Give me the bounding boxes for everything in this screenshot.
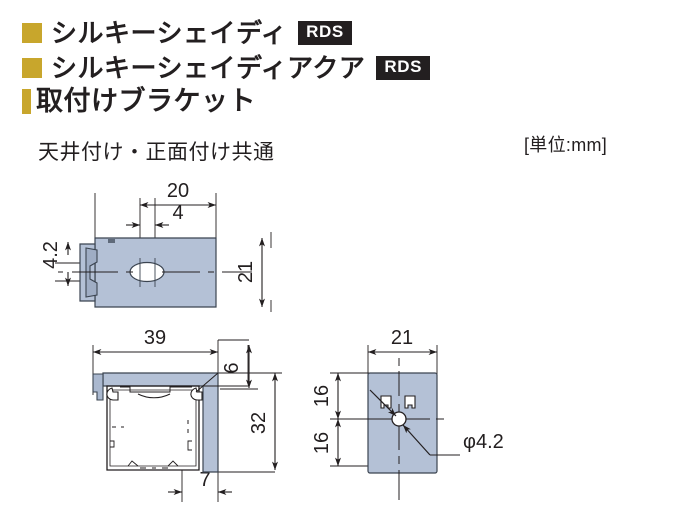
rds-badge-1: RDS xyxy=(298,21,352,45)
dim-label-top-20: 20 xyxy=(167,180,189,202)
front-dia-leaders xyxy=(369,389,460,456)
side-headrail-box xyxy=(106,385,200,471)
product-title-row-2: シルキーシェイディアクア RDS xyxy=(22,53,431,83)
front-slot-left xyxy=(380,395,392,409)
side-bracket-foot xyxy=(92,373,104,401)
product-title-row-1: シルキーシェイディ RDS xyxy=(22,20,352,46)
top-plate-notch xyxy=(108,239,115,243)
side-centerlines xyxy=(112,420,189,469)
product-title-1: シルキーシェイディ xyxy=(51,18,288,48)
side-headrail-inner xyxy=(109,389,197,467)
dim-side-39: 39 xyxy=(92,327,219,355)
product-title-2: シルキーシェイディアクア xyxy=(51,53,366,83)
dim-side-7: 7 xyxy=(168,469,232,495)
front-centerlines xyxy=(346,358,444,500)
gold-bar-marker-3 xyxy=(22,89,31,114)
dim-side-32: 32 xyxy=(218,372,282,471)
gold-square-marker-2 xyxy=(22,58,42,78)
side-rail-curve xyxy=(137,393,171,399)
side-hook-right xyxy=(190,387,203,401)
dim-top-4: 4 xyxy=(126,202,184,228)
dim-label-front-diameter: φ4.2 xyxy=(463,431,504,453)
dim-label-side-32: 32 xyxy=(248,412,270,434)
dim-label-top-4: 4 xyxy=(172,202,183,224)
dim-label-front-21: 21 xyxy=(391,327,413,349)
dim-label-top-4p2: 4.2 xyxy=(40,241,62,269)
front-slot-right xyxy=(404,395,416,409)
side-profile-notches xyxy=(110,440,192,467)
front-slots xyxy=(380,395,416,409)
gold-square-marker-1 xyxy=(22,23,42,43)
dim-label-front-16-upper: 16 xyxy=(311,385,333,407)
dim-label-side-6: 6 xyxy=(221,362,243,373)
dim-label-side-7: 7 xyxy=(199,469,210,491)
view-top: 20 4 4.2 21 xyxy=(40,180,272,312)
dim-label-front-16-lower: 16 xyxy=(311,432,333,454)
subtitle-mounting-common: 天井付け・正面付け共通 xyxy=(38,141,275,164)
dim-front-21: 21 xyxy=(367,327,438,355)
dim-label-side-39: 39 xyxy=(144,327,166,349)
view-side: 39 6 32 7 xyxy=(92,327,282,502)
side-leader-diagonal xyxy=(195,372,219,393)
top-slot-hole xyxy=(129,261,165,283)
side-rail-ridge xyxy=(120,386,192,393)
dim-front-16-upper: 16 xyxy=(311,372,341,420)
dim-top-20: 20 xyxy=(139,180,217,208)
product-title-row-3: 取付けブラケット xyxy=(22,88,256,115)
rds-badge-2: RDS xyxy=(376,56,431,80)
dim-front-16-lower: 16 xyxy=(311,418,341,467)
top-bracket-hook xyxy=(85,247,98,298)
top-slot-hole-ticks xyxy=(139,258,156,287)
dim-side-6: 6 xyxy=(221,344,252,389)
side-hook-left xyxy=(106,387,119,401)
unit-note: [単位:mm] xyxy=(524,135,608,155)
section-title-bracket: 取付けブラケット xyxy=(36,86,256,116)
view-front: 21 16 16 φ4.2 xyxy=(311,327,504,500)
